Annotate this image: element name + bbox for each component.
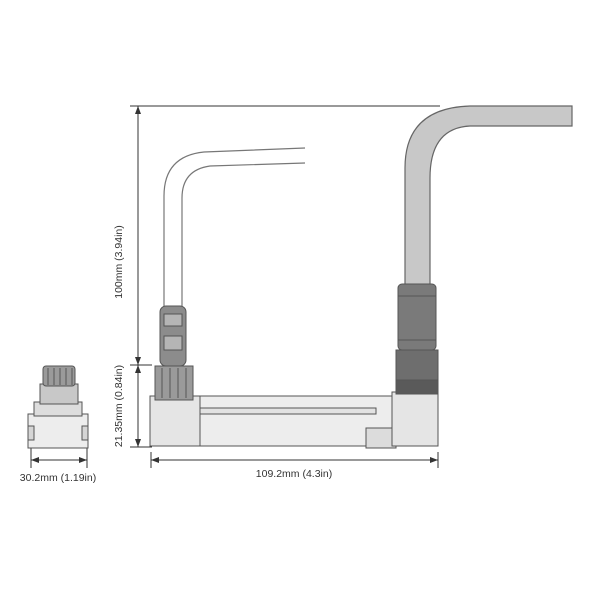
side-view-unit bbox=[27, 365, 89, 449]
main-unit-base bbox=[149, 391, 439, 449]
height-total-label: 100mm (3.94in) bbox=[113, 225, 125, 299]
dimension-lines bbox=[30, 105, 440, 468]
left-cable bbox=[163, 147, 306, 310]
right-cable bbox=[404, 105, 573, 289]
height-base-label: 21.35mm (0.84in) bbox=[113, 365, 125, 447]
left-connector bbox=[154, 305, 194, 401]
width-base-label: 109.2mm (4.3in) bbox=[256, 468, 332, 480]
width-side-label: 30.2mm (1.19in) bbox=[20, 472, 96, 484]
dimension-arrows bbox=[31, 106, 438, 463]
right-connector bbox=[395, 283, 439, 395]
